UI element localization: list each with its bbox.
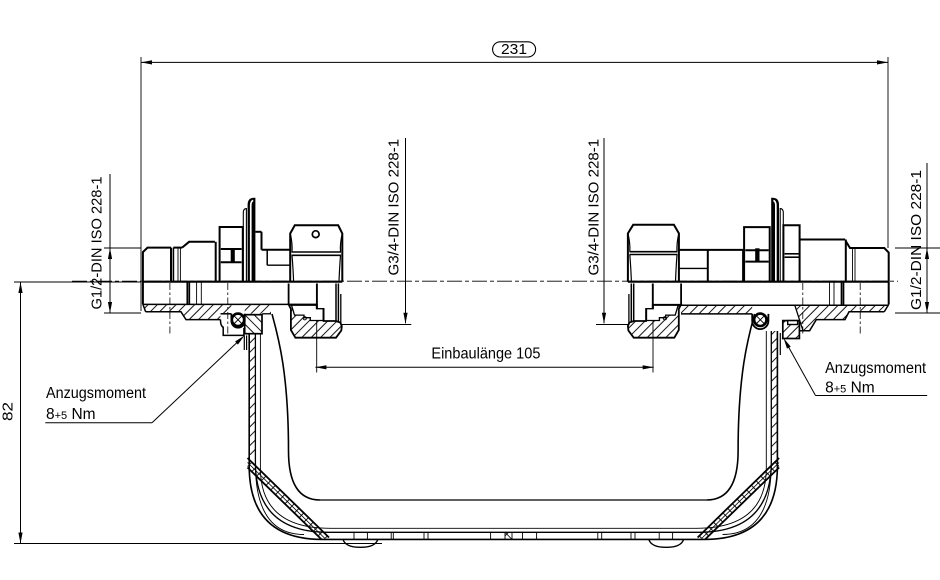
svg-text:Anzugsmoment: Anzugsmoment	[46, 385, 147, 402]
svg-text:G3/4-DIN ISO 228-1: G3/4-DIN ISO 228-1	[386, 139, 402, 276]
svg-text:231: 231	[501, 42, 527, 58]
svg-text:G1/2-DIN ISO 228-1: G1/2-DIN ISO 228-1	[909, 170, 925, 310]
svg-text:G1/2-DIN ISO 228-1: G1/2-DIN ISO 228-1	[90, 177, 106, 310]
svg-text:82: 82	[0, 402, 17, 421]
svg-text:8+5 Nm: 8+5 Nm	[825, 379, 875, 396]
svg-text:Einbaulänge 105: Einbaulänge 105	[431, 345, 540, 362]
svg-text:8+5 Nm: 8+5 Nm	[46, 406, 96, 423]
svg-text:G3/4-DIN ISO 228-1: G3/4-DIN ISO 228-1	[586, 139, 602, 276]
svg-text:Anzugsmoment: Anzugsmoment	[825, 360, 927, 377]
